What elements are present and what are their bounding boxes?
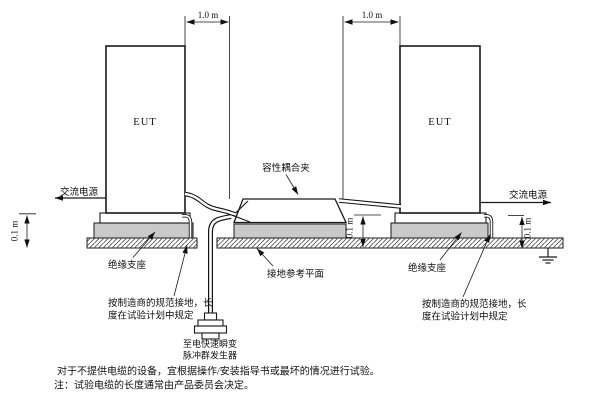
svg-text:度在试验计划中规定: 度在试验计划中规定 — [422, 311, 508, 323]
dimension-height-left: 0.1 m — [10, 213, 36, 248]
svg-text:1.0 m: 1.0 m — [362, 10, 383, 20]
svg-text:接地参考平面: 接地参考平面 — [267, 268, 324, 280]
svg-text:0.1 m: 0.1 m — [523, 218, 533, 239]
grounding-note-left: 按制造商的规范接地，长 度在试验计划中规定 — [108, 245, 213, 322]
eut-left-label: EUT — [133, 117, 156, 128]
dimension-height-right: 0.1 m — [508, 215, 533, 249]
generator-connector — [193, 312, 228, 340]
clamp-support — [233, 223, 347, 239]
coupling-clamp-label: 容性耦合夹 — [262, 162, 310, 195]
ac-power-right: 交流电源 — [480, 189, 552, 206]
svg-text:脉冲群发生器: 脉冲群发生器 — [183, 350, 237, 361]
svg-text:绝缘支座: 绝缘支座 — [408, 262, 447, 274]
insulating-support-right — [390, 222, 489, 239]
eut-right-pedestal — [394, 212, 487, 224]
svg-text:按制造商的规范接地，长: 按制造商的规范接地，长 — [108, 297, 213, 309]
svg-text:按制造商的规范接地，长: 按制造商的规范接地，长 — [422, 298, 527, 310]
dimension-top-left: 1.0 m — [184, 10, 230, 199]
svg-text:度在试验计划中规定: 度在试验计划中规定 — [108, 310, 194, 322]
insulating-support-left-label: 绝缘支座 — [108, 231, 156, 271]
ground-plane-label: 接地参考平面 — [256, 248, 324, 280]
eut-left-pedestal — [99, 212, 191, 224]
ground-strap-left — [181, 214, 193, 238]
svg-text:容性耦合夹: 容性耦合夹 — [262, 162, 310, 174]
svg-text:0.1 m: 0.1 m — [345, 218, 355, 239]
eut-left-box — [105, 45, 186, 214]
earth-ground-icon — [539, 248, 557, 264]
svg-text:交流电源: 交流电源 — [509, 189, 548, 201]
grounding-note-right: 按制造商的规范接地，长 度在试验计划中规定 — [422, 234, 527, 323]
caption-note-line2: 注：试验电缆的长度通常由产品委员会决定。 — [54, 379, 254, 392]
eut-right-label: EUT — [428, 117, 451, 128]
generator-label: 至电快速瞬变 脉冲群发生器 — [183, 338, 237, 361]
ground-strap-right — [483, 214, 494, 238]
coax-drop-to-generator — [208, 214, 232, 314]
svg-text:至电快速瞬变: 至电快速瞬变 — [183, 338, 237, 349]
insulating-support-right-label: 绝缘支座 — [408, 232, 462, 274]
dimension-top-right: 1.0 m — [342, 10, 401, 199]
cable-clamp-to-right-eut — [338, 198, 402, 209]
eut-right-box — [399, 45, 481, 214]
ground-reference-plane — [86, 237, 564, 249]
caption-line1: 对于不提供电缆的设备，宜根据操作/安装指导书或最坏的情况进行试验。 — [57, 365, 380, 378]
insulating-support-left — [93, 222, 194, 239]
cable-left-eut-to-clamp — [184, 191, 237, 217]
ac-power-left: 交流电源 — [54, 186, 106, 201]
svg-text:交流电源: 交流电源 — [60, 186, 99, 198]
coupling-clamp — [231, 198, 348, 224]
svg-text:1.0 m: 1.0 m — [198, 10, 219, 20]
svg-text:绝缘支座: 绝缘支座 — [108, 259, 147, 271]
svg-text:0.1 m: 0.1 m — [10, 221, 20, 242]
dimension-height-middle: 0.1 m — [345, 214, 381, 248]
